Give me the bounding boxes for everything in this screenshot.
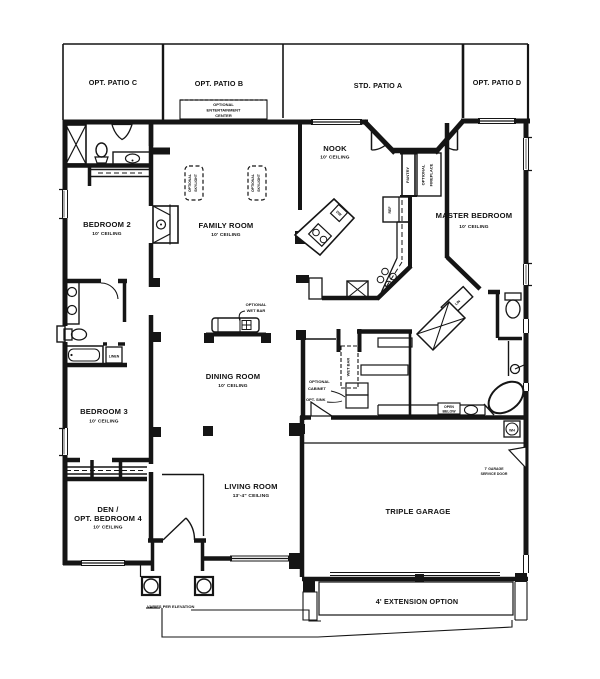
svg-text:FAMILY ROOM: FAMILY ROOM	[199, 221, 254, 230]
svg-text:OPTIONAL: OPTIONAL	[309, 379, 330, 384]
svg-text:WET BAR: WET BAR	[346, 358, 351, 377]
svg-text:OPT. PATIO B: OPT. PATIO B	[195, 79, 243, 88]
svg-text:DW: DW	[335, 210, 343, 217]
svg-text:LINEN: LINEN	[109, 355, 120, 359]
svg-text:OPT. BEDROOM 4: OPT. BEDROOM 4	[74, 514, 142, 523]
svg-text:OPTIONAL: OPTIONAL	[213, 102, 234, 107]
svg-text:OPTIONAL: OPTIONAL	[246, 302, 267, 307]
svg-text:OPT. SINK: OPT. SINK	[306, 397, 326, 402]
svg-text:BELOW: BELOW	[442, 410, 456, 414]
svg-text:DEN /: DEN /	[97, 505, 119, 514]
svg-text:WH: WH	[509, 429, 515, 433]
svg-text:VARIES PER ELEVATION: VARIES PER ELEVATION	[147, 604, 194, 609]
svg-text:STD. PATIO A: STD. PATIO A	[354, 81, 403, 90]
svg-text:OPT. PATIO C: OPT. PATIO C	[89, 78, 137, 87]
svg-text:WET BAR: WET BAR	[247, 308, 266, 313]
svg-text:10' CEILING: 10' CEILING	[89, 419, 119, 425]
svg-text:10' CEILING: 10' CEILING	[320, 155, 350, 161]
svg-text:REF: REF	[388, 206, 392, 214]
svg-text:NOOK: NOOK	[323, 144, 347, 153]
svg-text:10' CEILING: 10' CEILING	[211, 232, 241, 238]
svg-text:13'-4" CEILING: 13'-4" CEILING	[233, 493, 270, 499]
svg-text:OPTIONAL: OPTIONAL	[421, 164, 426, 185]
svg-text:OPEN: OPEN	[444, 405, 454, 409]
svg-text:TRIPLE GARAGE: TRIPLE GARAGE	[385, 507, 450, 516]
svg-text:10' CEILING: 10' CEILING	[93, 525, 123, 531]
svg-text:FIREPLACE: FIREPLACE	[429, 163, 434, 186]
svg-text:MASTER BEDROOM: MASTER BEDROOM	[436, 211, 513, 220]
svg-text:10' CEILING: 10' CEILING	[218, 383, 248, 389]
svg-text:OPT. PATIO D: OPT. PATIO D	[473, 78, 521, 87]
svg-text:10' CEILING: 10' CEILING	[92, 231, 122, 237]
svg-text:LIN: LIN	[454, 299, 461, 306]
svg-text:7' GARAGE: 7' GARAGE	[484, 467, 504, 471]
svg-text:SKYLIGHT: SKYLIGHT	[257, 173, 261, 192]
svg-text:ENTERTAINMENT: ENTERTAINMENT	[207, 108, 241, 113]
svg-text:DINING ROOM: DINING ROOM	[206, 372, 261, 381]
svg-text:SKYLIGHT: SKYLIGHT	[194, 173, 198, 192]
svg-text:CABINET: CABINET	[308, 386, 326, 391]
svg-text:SERVICE DOOR: SERVICE DOOR	[481, 472, 508, 476]
svg-text:CENTER: CENTER	[215, 113, 232, 118]
svg-text:OPTIONAL: OPTIONAL	[251, 173, 255, 192]
svg-text:4' EXTENSION OPTION: 4' EXTENSION OPTION	[376, 597, 459, 606]
svg-text:PANTRY: PANTRY	[405, 167, 410, 183]
svg-text:BEDROOM 2: BEDROOM 2	[83, 220, 131, 229]
svg-text:BEDROOM 3: BEDROOM 3	[80, 407, 128, 416]
svg-text:10' CEILING: 10' CEILING	[459, 224, 489, 230]
svg-text:OPTIONAL: OPTIONAL	[188, 173, 192, 192]
svg-text:LIVING ROOM: LIVING ROOM	[224, 482, 277, 491]
